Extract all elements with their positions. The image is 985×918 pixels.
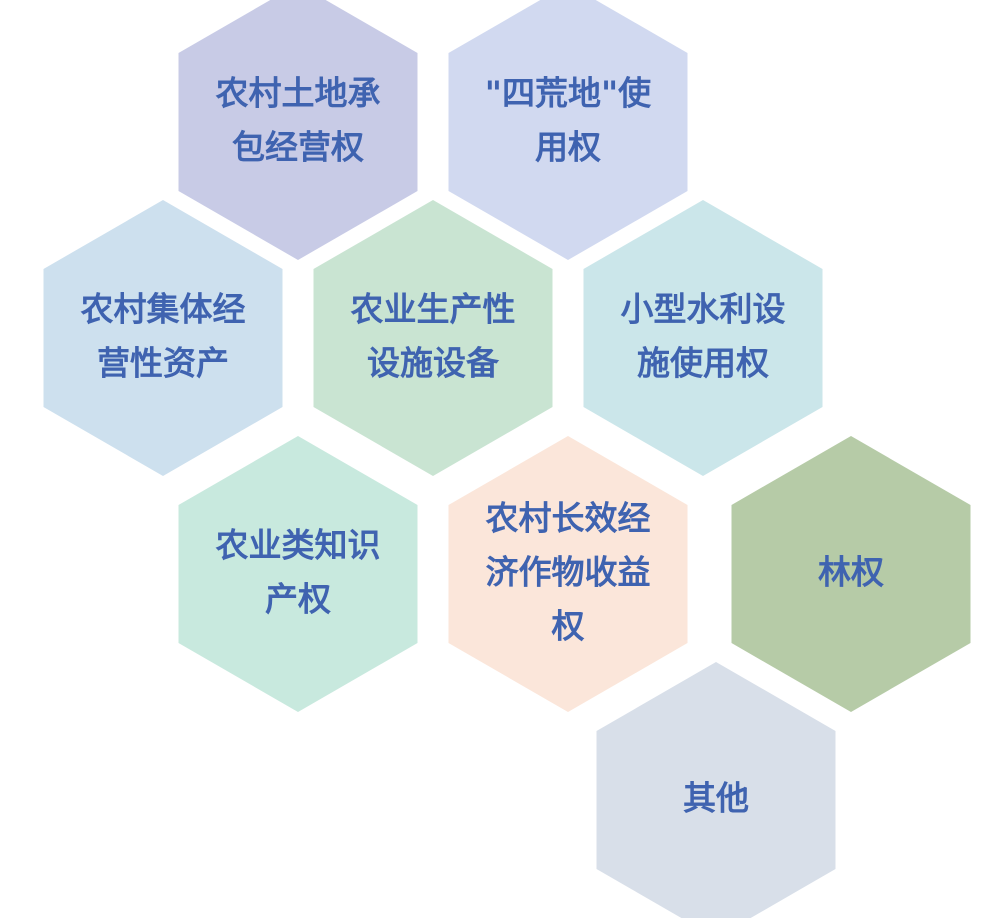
- hexagon-forest-rights: 林权: [731, 436, 971, 712]
- hexagon-shape: [43, 200, 283, 476]
- hexagon-label-line: 农村集体经: [81, 290, 246, 329]
- hexagon-shape: [583, 200, 823, 476]
- hexagon-shape: [178, 0, 418, 260]
- hexagon-other: 其他: [596, 662, 836, 918]
- hexagon-shape: [596, 662, 836, 918]
- hexagon-label-line: 林权: [818, 553, 884, 592]
- hexagon-label-line: 农村土地承: [216, 74, 381, 113]
- hexagon-label-line: 农村长效经: [486, 499, 651, 538]
- hexagon-label-line: 用权: [535, 128, 601, 167]
- hexagon-shape: [448, 0, 688, 260]
- hexagon-label-line: 济作物收益: [486, 553, 651, 592]
- hexagon-label-line: 包经营权: [232, 128, 364, 167]
- hexagon-label-line: 小型水利设: [621, 290, 786, 329]
- hexagon-shape: [448, 436, 688, 712]
- hexagon-shape: [313, 200, 553, 476]
- hexagon-shape: [731, 436, 971, 712]
- hexagon-label-line: 农业生产性: [351, 290, 516, 329]
- hexagon-four-wasteland: "四荒地"使用权: [448, 0, 688, 260]
- hexagon-label-line: 施使用权: [637, 344, 769, 383]
- hexagon-label-line: 权: [551, 607, 585, 646]
- hexagon-label-line: 其他: [683, 779, 749, 818]
- hexagon-label-line: 农业类知识: [216, 526, 381, 565]
- hexagon-label-line: 产权: [265, 580, 331, 619]
- hexagon-shape: [178, 436, 418, 712]
- hexagon-label-line: "四荒地"使: [485, 74, 652, 113]
- hexagon-label-line: 营性资产: [97, 344, 229, 383]
- hexagon-label-line: 设施设备: [367, 344, 500, 383]
